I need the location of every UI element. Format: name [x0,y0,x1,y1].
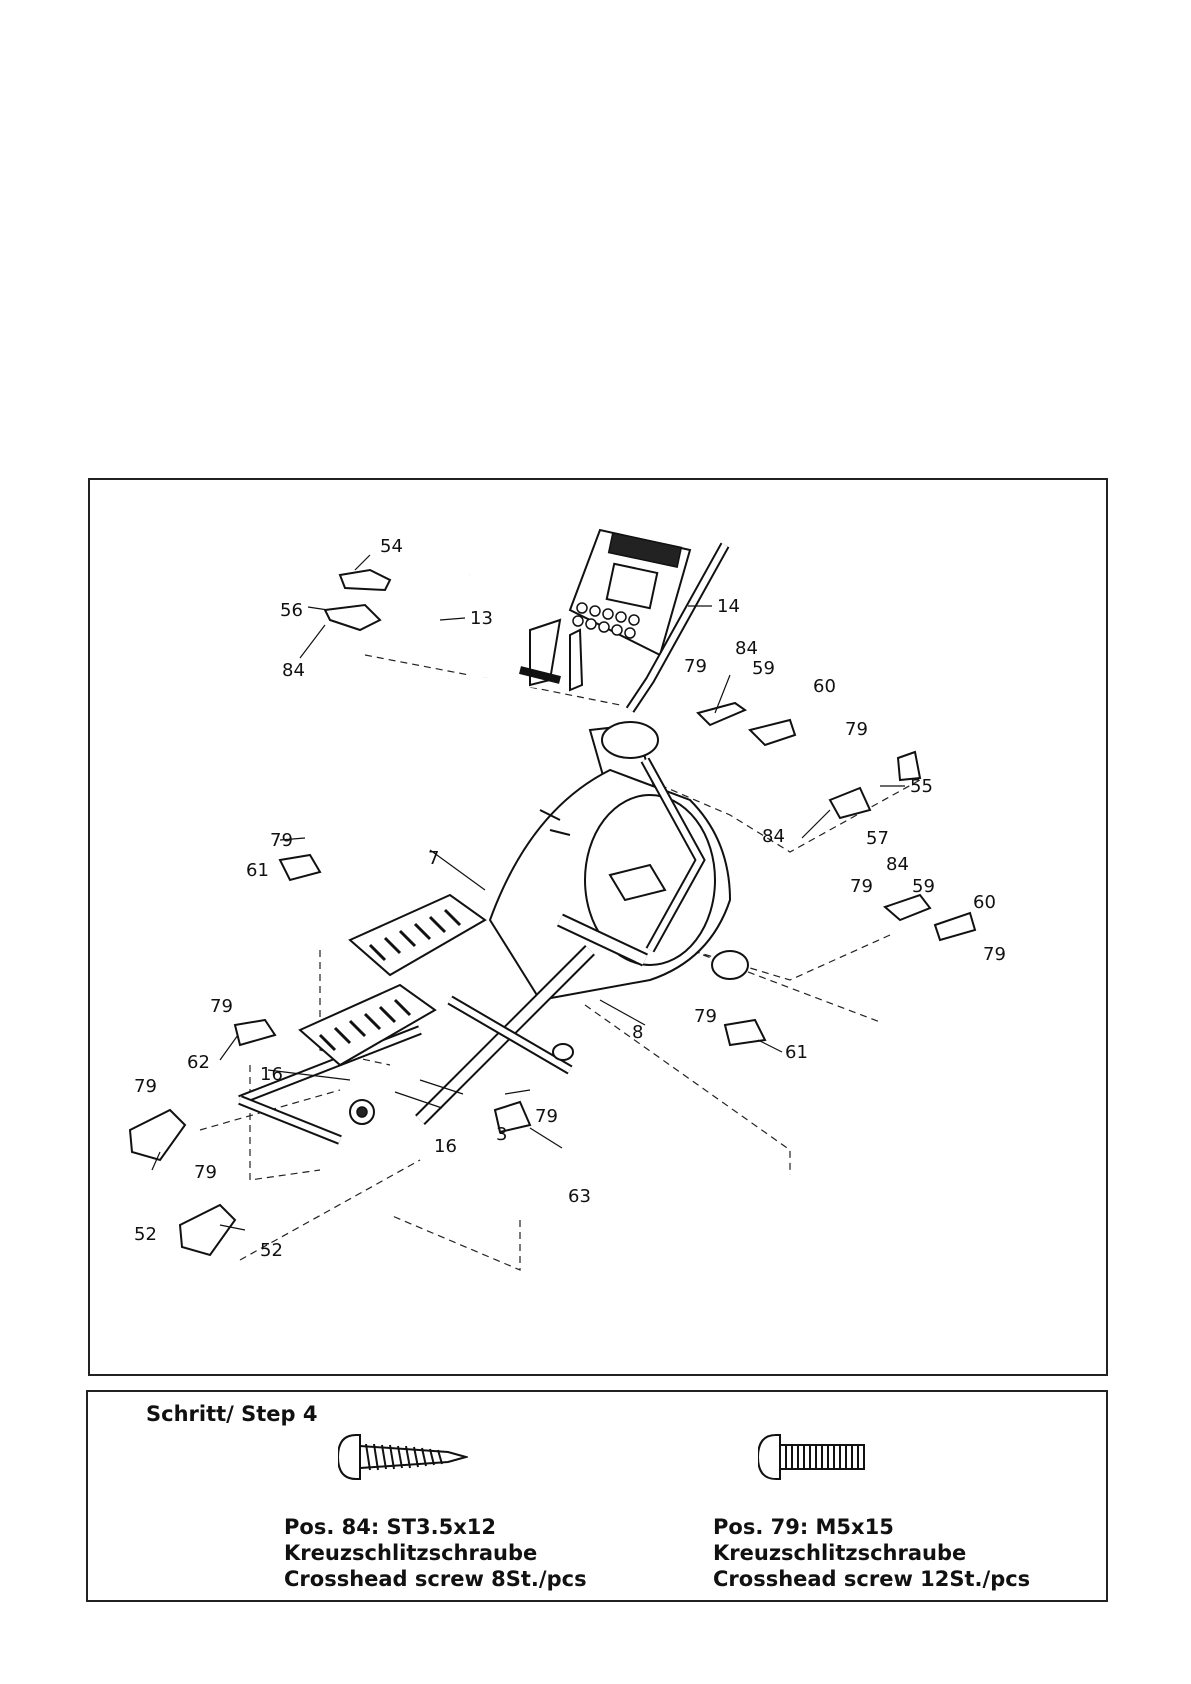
cap-62 [235,1020,275,1045]
callout-84: 84 [886,854,909,875]
callout-56: 56 [280,600,303,621]
callout-79: 79 [694,1006,717,1027]
part-79-position: Pos. 79: M5x15 [713,1514,1030,1540]
callout-60: 60 [973,892,996,913]
cover-59-top [698,703,745,725]
callout-52: 52 [134,1224,157,1245]
callout-79: 79 [270,830,293,851]
callout-55: 55 [910,776,933,797]
callout-79: 79 [194,1162,217,1183]
callout-79: 79 [684,656,707,677]
part-79-name-en: Crosshead screw 12St./pcs [713,1566,1030,1592]
cover-60-bottom [935,913,975,940]
callout-59: 59 [912,876,935,897]
callout-8: 8 [632,1022,643,1043]
callout-79: 79 [845,719,868,740]
cover-57 [830,788,870,818]
part-79-description: Pos. 79: M5x15 Kreuzschlitzschraube Cros… [713,1514,1030,1592]
cover-60-top [750,720,795,745]
callout-13: 13 [470,608,493,629]
cap-61-left [280,855,320,880]
callout-79: 79 [210,996,233,1017]
callout-84: 84 [282,660,305,681]
hardware-parts-box: Schritt/ Step 4 Pos. 84: ST3.5x12 Kreuzs… [86,1390,1108,1602]
callout-79: 79 [535,1106,558,1127]
callout-57: 57 [866,828,889,849]
callout-16: 16 [260,1064,283,1085]
callout-59: 59 [752,658,775,679]
end-cap-52-top [130,1110,185,1160]
cover-54 [340,570,390,590]
assembly-diagram-frame: 54 56 84 13 14 84 79 59 60 79 55 84 57 7… [88,478,1108,1376]
callout-60: 60 [813,676,836,697]
callout-84: 84 [735,638,758,659]
callout-14: 14 [717,596,740,617]
callout-61: 61 [246,860,269,881]
self-tapping-screw-icon [338,1432,468,1482]
callout-61: 61 [785,1042,808,1063]
callout-52: 52 [260,1240,283,1261]
step-title: Schritt/ Step 4 [146,1402,318,1426]
callout-79: 79 [983,944,1006,965]
callout-7: 7 [428,848,439,869]
callout-63: 63 [568,1186,591,1207]
callout-84: 84 [762,826,785,847]
cover-59-bottom [885,895,930,920]
part-84-position: Pos. 84: ST3.5x12 [284,1514,587,1540]
callout-62: 62 [187,1052,210,1073]
part-84-name-en: Crosshead screw 8St./pcs [284,1566,587,1592]
callout-79: 79 [850,876,873,897]
part-84-name-de: Kreuzschlitzschraube [284,1540,587,1566]
cap-61-right [725,1020,765,1045]
elliptical-exploded-diagram: 54 56 84 13 14 84 79 59 60 79 55 84 57 7… [90,480,1106,1374]
callout-79: 79 [134,1076,157,1097]
left-pedal-part [350,895,485,975]
cover-56 [325,605,380,630]
machine-screw-icon [758,1432,868,1482]
callout-54: 54 [380,536,403,557]
part-79-name-de: Kreuzschlitzschraube [713,1540,1030,1566]
callout-16: 16 [434,1136,457,1157]
callout-3: 3 [496,1124,507,1145]
part-84-description: Pos. 84: ST3.5x12 Kreuzschlitzschraube C… [284,1514,587,1592]
end-cap-52-bottom [180,1205,235,1255]
